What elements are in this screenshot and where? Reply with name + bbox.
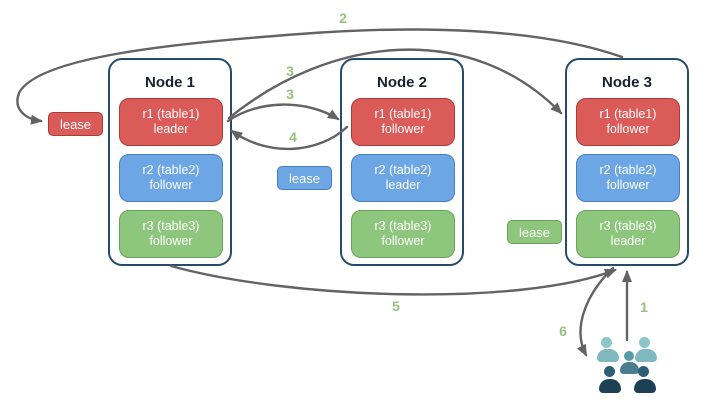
lease-tag-r1: lease <box>48 112 103 136</box>
arrow-step-5 <box>169 264 617 296</box>
lease-tag-r2: lease <box>277 166 332 190</box>
node-1: Node 1 r1 (table1) leader r2 (table2) fo… <box>108 58 232 266</box>
step-label-4: 4 <box>289 129 297 145</box>
node-2-replica-r3: r3 (table3) follower <box>351 210 455 258</box>
replica-name: r1 (table1) <box>599 107 657 121</box>
replica-role: follower <box>381 234 425 248</box>
node-2-replica-r1: r1 (table1) follower <box>351 98 455 146</box>
node-2: Node 2 r1 (table1) follower r2 (table2) … <box>340 58 464 266</box>
replica-role: follower <box>149 178 193 192</box>
node-3-replica-r1: r1 (table1) follower <box>576 98 680 146</box>
lease-tag-r3: lease <box>507 220 562 244</box>
replica-name: r3 (table3) <box>374 219 432 233</box>
node-1-replica-r2: r2 (table2) follower <box>119 154 223 202</box>
user-torso <box>599 379 621 393</box>
step-label-3b: 3 <box>286 86 294 102</box>
user-torso <box>635 349 657 362</box>
user-head <box>624 351 634 361</box>
replica-role: follower <box>381 122 425 136</box>
user-head <box>604 366 615 377</box>
node-1-replica-r3: r3 (table3) follower <box>119 210 223 258</box>
node-1-title: Node 1 <box>144 74 195 91</box>
replica-name: r3 (table3) <box>142 219 200 233</box>
node-3-title: Node 3 <box>601 74 652 91</box>
node-1-replica-r1: r1 (table1) leader <box>119 98 223 146</box>
user-torso <box>597 349 619 362</box>
node-3-replica-r3: r3 (table3) leader <box>576 210 680 258</box>
replica-name: r2 (table2) <box>142 163 200 177</box>
replica-role: leader <box>153 122 189 136</box>
step-label-6: 6 <box>559 323 567 339</box>
step-label-1: 1 <box>640 299 648 315</box>
step-label-2: 2 <box>339 10 347 26</box>
node-3-replica-r2: r2 (table2) follower <box>576 154 680 202</box>
replica-name: r2 (table2) <box>599 163 657 177</box>
step-label-5: 5 <box>392 298 400 314</box>
node-2-replica-r2: r2 (table2) leader <box>351 154 455 202</box>
replica-role: leader <box>610 234 646 248</box>
user-head <box>638 366 649 377</box>
step-label-3a: 3 <box>286 63 294 79</box>
replica-name: r2 (table2) <box>374 163 432 177</box>
user-head <box>601 337 612 348</box>
replica-name: r1 (table1) <box>374 107 432 121</box>
replica-name: r3 (table3) <box>599 219 657 233</box>
replica-name: r1 (table1) <box>142 107 200 121</box>
user-torso <box>634 379 656 393</box>
users-icon <box>597 336 657 393</box>
replica-role: follower <box>606 178 650 192</box>
node-2-title: Node 2 <box>376 74 427 91</box>
user-head <box>639 337 650 348</box>
node-3: Node 3 r1 (table1) follower r2 (table2) … <box>565 58 689 266</box>
arrow-step-3-to-node2 <box>226 103 340 123</box>
replica-role: leader <box>385 178 421 192</box>
replica-role: follower <box>149 234 193 248</box>
replica-role: follower <box>606 122 650 136</box>
user-torso <box>620 362 639 374</box>
